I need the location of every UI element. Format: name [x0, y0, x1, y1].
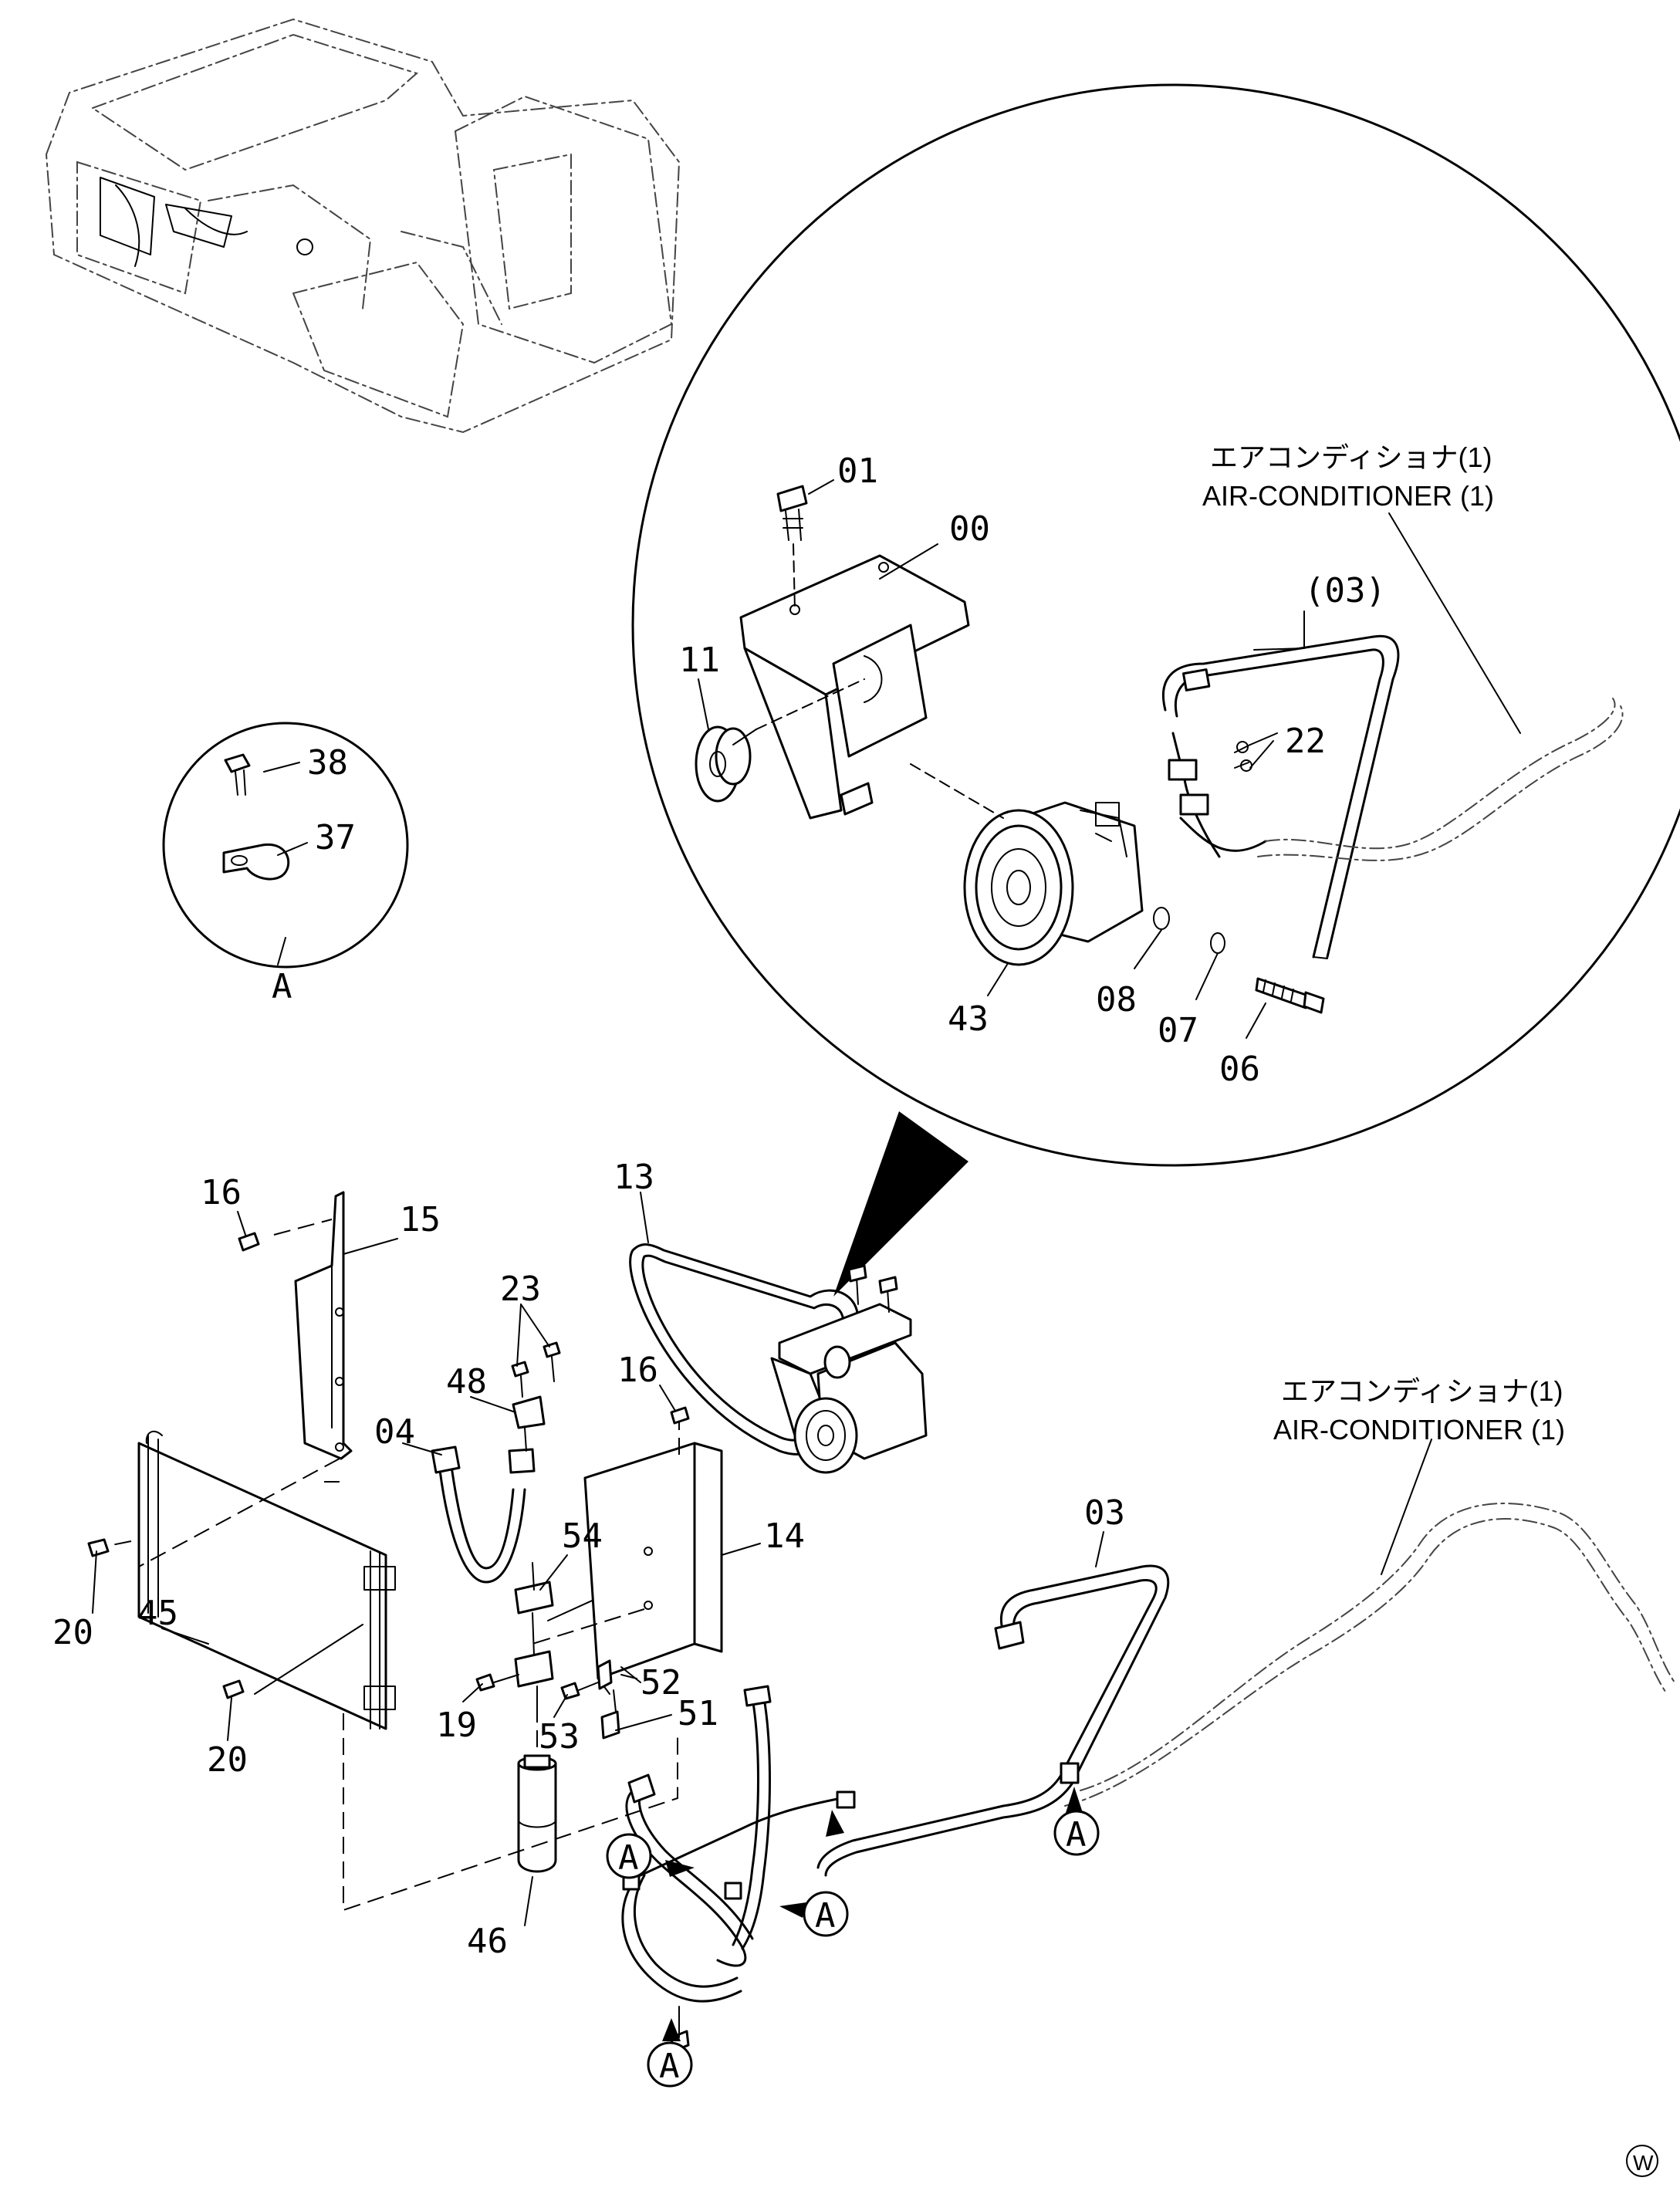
svg-text:A: A	[659, 2047, 680, 2086]
callout-37: 37	[315, 818, 356, 857]
bracket-14	[324, 1406, 723, 1695]
detail-circle-a	[162, 722, 409, 969]
ref-text-upper: エアコンディショナ(1) AIR-CONDITIONER (1)	[1202, 441, 1494, 512]
assembly-dash-outline	[343, 1713, 678, 1912]
section-a-marker-1: A	[1053, 1810, 1100, 1856]
ref-upper-en: AIR-CONDITIONER (1)	[1202, 480, 1494, 512]
hose-03-detail	[1161, 634, 1624, 959]
callout-08: 08	[1096, 980, 1137, 1019]
callout-48: 48	[446, 1362, 487, 1401]
ref-upper-jp: エアコンディショナ(1)	[1210, 441, 1492, 473]
callout-52: 52	[641, 1663, 681, 1702]
ref-text-lower: エアコンディショナ(1) AIR-CONDITIONER (1)	[1273, 1375, 1565, 1445]
section-markers: A A A A A	[272, 967, 1100, 2088]
section-a-marker-4: A	[647, 2041, 693, 2088]
callout-03-ref: (03)	[1304, 571, 1386, 610]
condenser-45	[87, 1430, 396, 1730]
section-a-label: A	[272, 967, 292, 1006]
ref-lower-leader	[1381, 1439, 1432, 1575]
callout-22: 22	[1285, 722, 1326, 761]
detail-circle	[631, 83, 1680, 1297]
washers-and-bolt	[1153, 907, 1325, 1014]
callout-43: 43	[948, 999, 989, 1039]
belt-13-compressor	[629, 1243, 928, 1474]
callout-04: 04	[374, 1412, 415, 1452]
callout-20-a: 20	[52, 1613, 93, 1652]
callout-53: 53	[539, 1717, 580, 1757]
dryer-46	[517, 1706, 557, 1873]
compressor-43	[910, 763, 1144, 966]
callout-16-b: 16	[617, 1351, 658, 1390]
callout-45: 45	[137, 1594, 178, 1633]
callout-01: 01	[837, 451, 878, 491]
corner-mark-text: W	[1633, 2151, 1654, 2175]
callout-07: 07	[1158, 1011, 1198, 1050]
callout-13: 13	[614, 1158, 654, 1197]
leader-lines	[92, 479, 1305, 1926]
callout-labels: 01 00 (03) 11 22 43 08 07 06 38 37 16 15…	[52, 451, 1386, 1961]
clamp-54	[514, 1562, 634, 1706]
ref-upper-leader	[1388, 512, 1521, 734]
callout-00: 00	[949, 509, 990, 549]
excavator-overview	[45, 18, 681, 434]
idler-pulley-11	[695, 678, 865, 803]
ref-lower-en: AIR-CONDITIONER (1)	[1273, 1414, 1565, 1445]
callout-46: 46	[467, 1922, 508, 1961]
svg-text:A: A	[1066, 1815, 1087, 1855]
callout-51: 51	[678, 1694, 718, 1733]
bolts-23-48	[511, 1341, 561, 1452]
bracket-00	[739, 554, 970, 820]
callout-11: 11	[679, 641, 720, 680]
corner-mark-w: W	[1626, 2145, 1658, 2177]
ref-lower-jp: エアコンディショナ(1)	[1281, 1375, 1563, 1407]
bracket-15	[238, 1191, 353, 1460]
callout-03: 03	[1084, 1493, 1125, 1533]
section-a-marker-3: A	[803, 1891, 849, 1937]
callout-14: 14	[764, 1516, 805, 1556]
section-a-marker-2: A	[606, 1833, 652, 1879]
callout-16-a: 16	[201, 1173, 242, 1212]
hose-04	[431, 1445, 536, 1584]
callout-06: 06	[1219, 1050, 1260, 1089]
callout-15: 15	[400, 1200, 441, 1239]
svg-text:A: A	[618, 1838, 639, 1878]
callout-38: 38	[307, 743, 348, 783]
callout-23: 23	[500, 1270, 541, 1309]
callout-19: 19	[436, 1706, 477, 1745]
svg-text:A: A	[815, 1896, 836, 1936]
callout-54: 54	[562, 1516, 603, 1556]
callout-20-b: 20	[207, 1740, 248, 1780]
bolt-01	[776, 485, 808, 610]
hose-03-lower	[621, 1503, 1675, 2053]
